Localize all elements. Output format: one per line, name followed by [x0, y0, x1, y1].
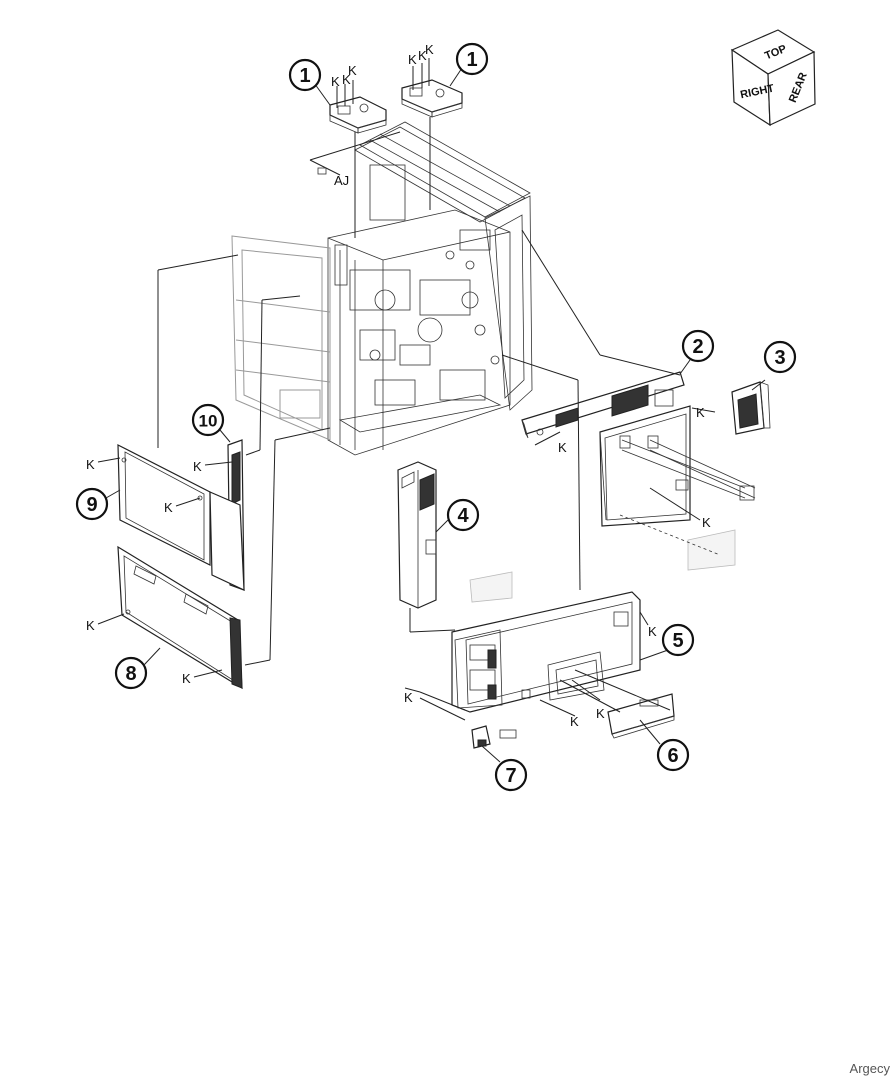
fastener-k: K [408, 52, 417, 67]
fastener-k: K [342, 72, 351, 87]
top-bracket-left [311, 79, 387, 238]
left-lower-cover [117, 427, 331, 690]
access-door [559, 669, 675, 745]
left-narrow-cover [209, 295, 301, 591]
orientation-cube: TOP RIGHT REAR [730, 29, 816, 127]
callout-number: 6 [667, 745, 678, 767]
callout-7: 7 [494, 758, 528, 792]
callout-number: 3 [774, 347, 785, 369]
fastener-k: K [348, 63, 357, 78]
fastener-k: K [425, 42, 434, 57]
callout-number: 4 [457, 505, 469, 527]
fastener-k: K [164, 500, 173, 515]
fastener-k: K [86, 618, 95, 633]
callout-number: 7 [505, 765, 516, 787]
fastener-labels: K K K K K K K K K K K K K K K K K K [86, 42, 711, 729]
callout-number: 9 [86, 494, 97, 516]
clip-part [471, 725, 501, 763]
fastener-k: K [596, 706, 605, 721]
callout-1-left: 1 [288, 58, 322, 92]
aj-label: AJ [334, 173, 349, 188]
vertical-side-cover [397, 461, 437, 632]
right-front-cover [404, 571, 669, 739]
fastener-k: K [331, 74, 340, 89]
callout-6: 6 [656, 738, 690, 772]
fastener-k: K [404, 690, 413, 705]
callout-number: 2 [692, 336, 703, 358]
fastener-k: K [86, 457, 95, 472]
aj-reference: AJ [309, 131, 401, 188]
callout-number: 8 [125, 663, 136, 685]
callout-8: 8 [114, 647, 161, 690]
right-rear-cover [501, 229, 756, 591]
printer-frame [231, 121, 533, 456]
callout-5: 5 [661, 623, 695, 657]
fastener-k: K [182, 671, 191, 686]
callout-4: 4 [435, 498, 480, 533]
callout-number: 5 [672, 630, 683, 652]
fastener-leaders [97, 457, 233, 678]
left-upper-cover [117, 254, 239, 566]
callout-number: 1 [299, 65, 310, 87]
fastener-k: K [193, 459, 202, 474]
fastener-k: K [418, 48, 427, 63]
callout-number: 10 [199, 412, 218, 431]
fastener-k: K [702, 515, 711, 530]
callout-number: 1 [466, 49, 477, 71]
callout-9: 9 [75, 487, 121, 521]
callout-1-right: 1 [455, 42, 489, 76]
callout-2: 2 [679, 329, 715, 375]
watermark: Argecy [849, 1061, 890, 1076]
fastener-k: K [570, 714, 579, 729]
callout-3: 3 [763, 340, 797, 374]
callout-10: 10 [191, 403, 231, 443]
small-vent-cover [731, 379, 771, 435]
fastener-k: K [696, 405, 705, 420]
fastener-k: K [648, 624, 657, 639]
fastener-k: K [558, 440, 567, 455]
top-bracket-right [401, 58, 463, 210]
